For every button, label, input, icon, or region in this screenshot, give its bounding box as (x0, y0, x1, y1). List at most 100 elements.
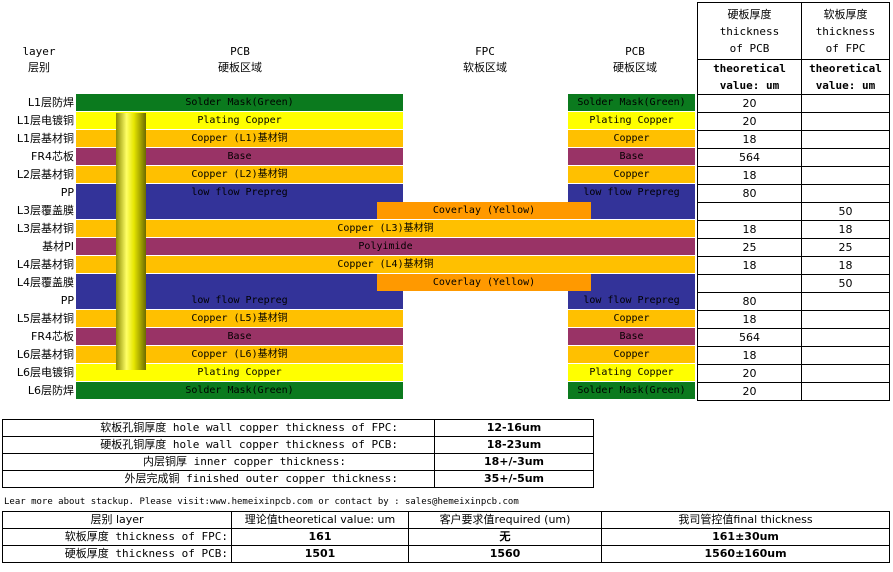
copper-layer: Copper (L1)基材铜 (76, 130, 403, 147)
copper-layer: Copper (568, 346, 695, 363)
copper-layer: Copper (568, 166, 695, 183)
plated-via-barrel (116, 113, 146, 370)
layer-label: FR4芯板 (31, 150, 74, 163)
pcb-right-header: PCB 硬板区域 (575, 44, 695, 76)
solder-mask-layer: Solder Mask(Green) (76, 382, 403, 399)
fpc-thickness-cell: 50 (801, 202, 890, 221)
copper-layer: Copper (L3)基材铜 (76, 220, 695, 237)
solder-mask-layer: Solder Mask(Green) (568, 94, 695, 111)
pcb-thickness-header: 硬板厚度 thickness of PCB (697, 2, 802, 60)
pcb-left-header-en: PCB (230, 45, 250, 58)
summary-required-value: 1560 (408, 545, 602, 563)
pcb-thickness-cell (697, 274, 802, 293)
copper-spec-value: 18+/-3um (434, 453, 594, 471)
layer-header-cn: 层别 (28, 61, 50, 74)
copper-spec-row: 外层完成铜 finished outer copper thickness: 3… (2, 470, 594, 488)
summary-header-required: 客户要求值required (um) (408, 511, 602, 529)
layer-label: FR4芯板 (31, 330, 74, 343)
layer-label: L3层基材铜 (16, 222, 74, 235)
pcb-thickness-cell: 564 (697, 328, 802, 347)
thickness-row: 20 (697, 382, 890, 401)
plating-copper-layer: Plating Copper (76, 364, 403, 381)
layer-header: layer 层别 (14, 44, 64, 76)
pcb-thickness-cell: 20 (697, 364, 802, 383)
copper-spec-value: 12-16um (434, 419, 594, 437)
pcb-thickness-cell: 18 (697, 256, 802, 275)
thickness-table: 硬板厚度 thickness of PCB 软板厚度 thickness of … (697, 2, 890, 401)
copper-layer: Copper (L2)基材铜 (76, 166, 403, 183)
summary-final-value: 161±30um (601, 528, 890, 546)
fpc-thickness-header-cn: 软板厚度 (823, 7, 868, 21)
fpc-header-en: FPC (475, 45, 495, 58)
copper-layer: Copper (L6)基材铜 (76, 346, 403, 363)
summary-theoretical-value: 1501 (231, 545, 409, 563)
contact-note: Lear more about stackup. Please visit:ww… (4, 497, 519, 507)
thickness-row: 18 (697, 130, 890, 149)
pcb-thickness-cell: 18 (697, 166, 802, 185)
base-layer: Base (568, 328, 695, 345)
layer-label: L1层防焊 (27, 96, 74, 109)
copper-spec-label: 外层完成铜 finished outer copper thickness: (2, 470, 435, 488)
thickness-row: 18 (697, 346, 890, 365)
thickness-row: 20 (697, 112, 890, 131)
copper-spec-value: 18-23um (434, 436, 594, 454)
layer-label: L6层防焊 (27, 384, 74, 397)
solder-mask-layer: Solder Mask(Green) (568, 382, 695, 399)
summary-table: 层别 layer 理论值theoretical value: um 客户要求值r… (2, 511, 890, 563)
layer-header-en: layer (22, 45, 56, 58)
polyimide-layer: Polyimide (76, 238, 695, 255)
plating-copper-layer: Plating Copper (568, 112, 695, 129)
pcb-left-header-cn: 硬板区域 (218, 61, 262, 74)
solder-mask-layer: Solder Mask(Green) (76, 94, 403, 111)
pcb-thickness-cell: 80 (697, 292, 802, 311)
fpc-thickness-cell (801, 130, 890, 149)
pcb-thickness-cell: 18 (697, 310, 802, 329)
fpc-thickness-header-en: of FPC (825, 41, 866, 55)
thickness-row: 18 (697, 166, 890, 185)
pcb-right-header-cn: 硬板区域 (613, 61, 657, 74)
summary-header-layer: 层别 layer (2, 511, 232, 529)
copper-spec-table: 软板孔铜厚度 hole wall copper thickness of FPC… (2, 419, 594, 488)
fpc-header: FPC 软板区域 (425, 44, 545, 76)
coverlay-layer: Coverlay (Yellow) (377, 202, 591, 219)
thickness-row: 80 (697, 292, 890, 311)
fpc-thickness-header-en: thickness (815, 24, 876, 38)
fpc-thickness-cell (801, 94, 890, 113)
layer-label: PP (60, 294, 74, 307)
plating-copper-layer: Plating Copper (568, 364, 695, 381)
copper-spec-row: 内层铜厚 inner copper thickness: 18+/-3um (2, 453, 594, 471)
copper-spec-label: 硬板孔铜厚度 hole wall copper thickness of PCB… (2, 436, 435, 454)
fpc-thickness-header: 软板厚度 thickness of FPC (801, 2, 890, 60)
pcb-thickness-cell: 564 (697, 148, 802, 167)
pcb-left-header: PCB 硬板区域 (180, 44, 300, 76)
pcb-thickness-header-cn: 硬板厚度 (727, 7, 772, 21)
layer-label: 基材PI (42, 240, 74, 253)
layer-label: L6层基材铜 (16, 348, 74, 361)
copper-spec-row: 软板孔铜厚度 hole wall copper thickness of FPC… (2, 419, 594, 437)
prepreg-label: low flow Prepreg (583, 295, 680, 306)
pcb-thickness-cell: 80 (697, 184, 802, 203)
pcb-thickness-cell: 20 (697, 112, 802, 131)
thickness-row: 564 (697, 328, 890, 347)
coverlay-layer: Coverlay (Yellow) (377, 274, 591, 291)
pcb-thickness-cell (697, 202, 802, 221)
layer-label: PP (60, 186, 74, 199)
summary-required-value: 无 (408, 528, 602, 546)
layer-label: L4层覆盖膜 (16, 276, 74, 289)
copper-spec-row: 硬板孔铜厚度 hole wall copper thickness of PCB… (2, 436, 594, 454)
fpc-thickness-cell (801, 328, 890, 347)
thickness-row: 18 (697, 310, 890, 329)
pcb-thickness-cell: 25 (697, 238, 802, 257)
base-layer: Base (568, 148, 695, 165)
pcb-theoretical-label: theoretical (713, 62, 786, 75)
fpc-thickness-cell (801, 148, 890, 167)
fpc-thickness-cell: 18 (801, 220, 890, 239)
fpc-thickness-cell (801, 364, 890, 383)
summary-row: 硬板厚度 thickness of PCB: 1501 1560 1560±16… (2, 545, 890, 563)
fpc-thickness-cell: 18 (801, 256, 890, 275)
summary-header-row: 层别 layer 理论值theoretical value: um 客户要求值r… (2, 511, 890, 529)
copper-spec-value: 35+/-5um (434, 470, 594, 488)
